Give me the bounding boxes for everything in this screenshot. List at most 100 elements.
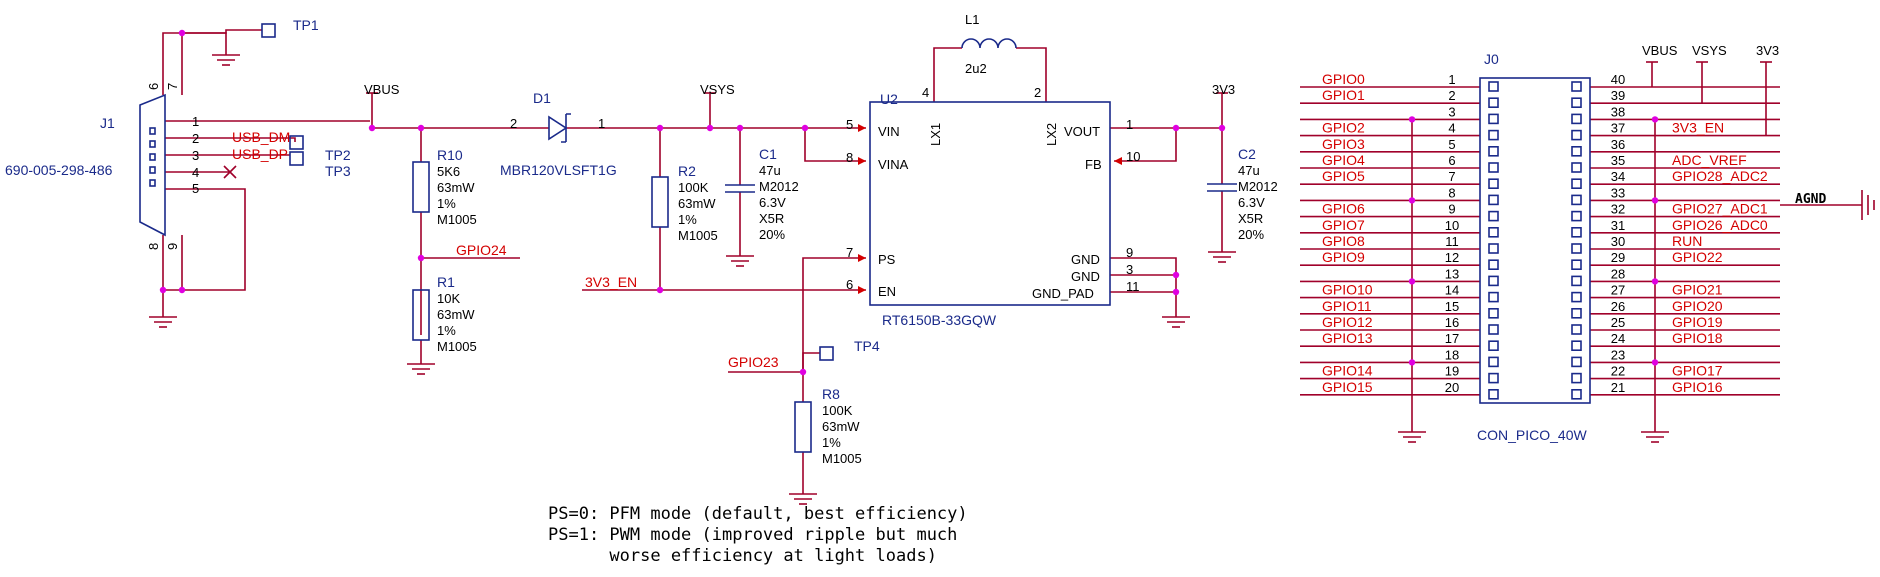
j0-left-pin-num: 1 bbox=[1448, 72, 1455, 87]
j0-right-pin-num: 27 bbox=[1611, 283, 1625, 298]
junction-dot bbox=[706, 124, 714, 132]
c1-val: 47u bbox=[759, 163, 781, 178]
u2-vina-name: VINA bbox=[878, 157, 909, 172]
j0-right-net: 3V3_EN bbox=[1672, 120, 1724, 136]
d1-triangle bbox=[548, 115, 568, 141]
testpoint-pad bbox=[289, 151, 304, 166]
j1-pin9: 9 bbox=[165, 243, 180, 250]
j0-left-net: GPIO4 bbox=[1322, 152, 1365, 168]
j0-left-net: GPIO12 bbox=[1322, 314, 1373, 330]
junction-dot bbox=[1172, 288, 1180, 296]
c2-diel: X5R bbox=[1238, 211, 1263, 226]
j0-right-pin-num: 37 bbox=[1611, 121, 1625, 136]
pin-arrow bbox=[858, 124, 866, 132]
j0-pad-right bbox=[1571, 259, 1582, 271]
u2-lx1-name: LX1 bbox=[928, 123, 943, 146]
j0-pad-right bbox=[1571, 146, 1582, 157]
j0-pad-left bbox=[1488, 210, 1499, 222]
j0-left-pin-num: 20 bbox=[1445, 380, 1459, 395]
j1-shell-top bbox=[162, 32, 182, 95]
junction-dot bbox=[1408, 197, 1416, 204]
junction-dot bbox=[1651, 359, 1659, 366]
u2-gnd2-num: 3 bbox=[1126, 262, 1133, 277]
u2-body bbox=[869, 101, 1111, 306]
l1-val: 2u2 bbox=[965, 61, 987, 76]
j0-pad-right bbox=[1571, 340, 1582, 352]
u2-gnd1-num: 9 bbox=[1126, 245, 1133, 260]
j0-right-pin-num: 39 bbox=[1611, 88, 1625, 103]
j0-right-pin-num: 33 bbox=[1611, 185, 1625, 200]
tp1-label: TP1 bbox=[293, 17, 319, 33]
u2-lx2-name: LX2 bbox=[1044, 123, 1059, 146]
c1-pkg: M2012 bbox=[759, 179, 799, 194]
j0-pad-left bbox=[1488, 259, 1499, 271]
r1-power: 63mW bbox=[437, 307, 475, 322]
u2-ps-name: PS bbox=[878, 252, 896, 267]
u2-gnd2-name: GND bbox=[1071, 269, 1100, 284]
j0-left-net: GPIO5 bbox=[1322, 168, 1365, 184]
j1-contact bbox=[149, 179, 156, 187]
agnd-symbol bbox=[1861, 190, 1875, 220]
j0-left-pin-num: 7 bbox=[1448, 169, 1455, 184]
gnd11-wire bbox=[1110, 291, 1177, 305]
j0-left-pin-num: 6 bbox=[1448, 153, 1455, 168]
u2-en-num: 6 bbox=[846, 277, 853, 292]
c1-ref: C1 bbox=[759, 146, 777, 162]
j0-left-net: GPIO2 bbox=[1322, 120, 1365, 136]
j0-pad-left bbox=[1488, 356, 1499, 368]
u2-ref: U2 bbox=[880, 91, 898, 107]
j1-pin7: 7 bbox=[165, 83, 180, 90]
j0-pad-right bbox=[1571, 113, 1582, 125]
j0-left-net: GPIO6 bbox=[1322, 201, 1365, 217]
testpoint-pad bbox=[261, 23, 276, 38]
r10-power: 63mW bbox=[437, 180, 475, 195]
j0-left-pin-num: 11 bbox=[1445, 234, 1459, 249]
j0-pad-right bbox=[1571, 81, 1582, 92]
j0-pad-left bbox=[1488, 340, 1499, 352]
j0-part: CON_PICO_40W bbox=[1477, 427, 1587, 443]
v3v3-label: 3V3 bbox=[1212, 82, 1235, 97]
r2-power: 63mW bbox=[678, 196, 716, 211]
l1-pin2: 2 bbox=[1034, 85, 1041, 100]
vina-wire bbox=[804, 128, 866, 162]
j0-left-pin-num: 19 bbox=[1445, 364, 1459, 379]
j0-pad-left bbox=[1488, 243, 1499, 254]
j0-left-pin-num: 2 bbox=[1448, 88, 1455, 103]
l1-ref: L1 bbox=[965, 12, 979, 27]
j0-right-pin-num: 29 bbox=[1611, 250, 1625, 265]
en3v3-net-left: 3V3_EN bbox=[585, 274, 637, 290]
d1-part: MBR120VLSFT1G bbox=[500, 162, 617, 178]
ps-note-line2: PS=1: PWM mode (improved ripple but much bbox=[548, 525, 957, 545]
d1-cathode bbox=[561, 113, 571, 143]
j0-pad-left bbox=[1488, 307, 1499, 319]
junction-dot bbox=[1651, 197, 1659, 204]
junction-dot bbox=[799, 368, 807, 376]
junction-dot bbox=[1218, 124, 1226, 132]
r1-ref: R1 bbox=[437, 274, 455, 290]
d1-pin-a: 2 bbox=[510, 116, 517, 131]
j0-connector: 1GPIO02GPIO134GPIO25GPIO36GPIO47GPIO589G… bbox=[1322, 71, 1768, 395]
j0-right-net: GPIO16 bbox=[1672, 379, 1723, 395]
j0-right-pin-num: 36 bbox=[1611, 137, 1625, 152]
c2-ref: C2 bbox=[1238, 146, 1256, 162]
j0-pad-right bbox=[1571, 324, 1582, 335]
j0-vsys-label: VSYS bbox=[1692, 43, 1727, 58]
j0-pad-right bbox=[1571, 210, 1582, 222]
j1-shell-top2 bbox=[181, 32, 227, 95]
j0-right-net: GPIO19 bbox=[1672, 314, 1723, 330]
wires bbox=[149, 29, 1875, 505]
r1-pkg: M1005 bbox=[437, 339, 477, 354]
j1-body bbox=[139, 93, 166, 237]
j0-pad-right bbox=[1571, 291, 1582, 303]
j0-pad-left bbox=[1488, 372, 1499, 384]
j0-left-pin-num: 5 bbox=[1448, 137, 1455, 152]
j1-pin6: 6 bbox=[146, 83, 161, 90]
junction-dot bbox=[1408, 359, 1416, 366]
c2-labels: C2 47u M2012 6.3V X5R 20% bbox=[1238, 146, 1278, 242]
u2-fb-name: FB bbox=[1085, 157, 1102, 172]
j0-left-pin-num: 14 bbox=[1445, 283, 1459, 298]
gpio23-net: GPIO23 bbox=[728, 354, 779, 370]
usb-dm-net: USB_DM bbox=[232, 129, 290, 145]
u2-en-name: EN bbox=[878, 284, 896, 299]
j1-contact bbox=[149, 127, 156, 135]
